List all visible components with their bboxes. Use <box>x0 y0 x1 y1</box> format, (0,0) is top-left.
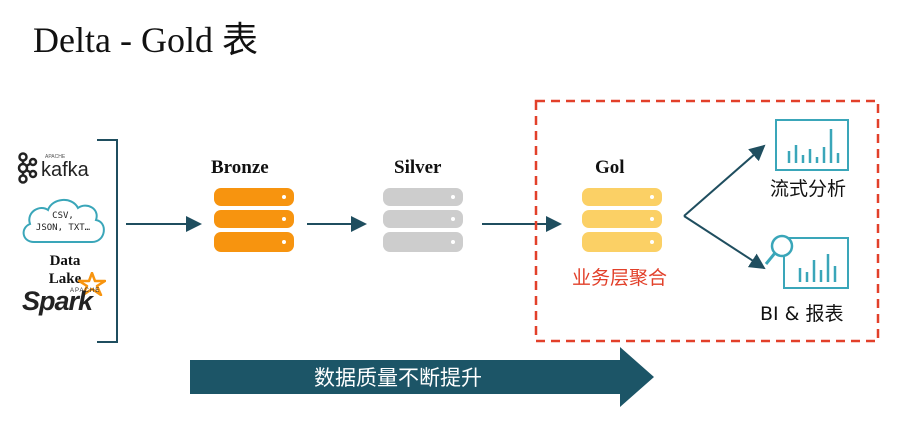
kafka-logo: APACHE kafka <box>16 150 116 186</box>
arrow-gold-to-streaming <box>683 144 766 217</box>
data-lake-label: Data Lake <box>40 252 90 288</box>
arrow-gold-to-bi <box>683 215 766 270</box>
data-lake-line-1: Data <box>49 253 81 269</box>
magnifier-chart-icon <box>764 234 849 289</box>
silver-label: Silver <box>394 157 442 178</box>
quality-banner-arrow <box>190 347 654 407</box>
kafka-apache-label: APACHE <box>45 154 66 160</box>
kafka-icon <box>17 152 38 184</box>
spark-star-icon <box>78 272 106 296</box>
spark-apache-label: APACHE <box>70 288 101 294</box>
gold-aggregation-note: 业务层聚合 <box>572 267 668 289</box>
gold-label: Gol <box>595 157 625 178</box>
bi-report-label: BI & 报表 <box>760 303 844 325</box>
bar-chart-icon <box>775 119 849 171</box>
quality-banner-text: 数据质量不断提升 <box>314 366 482 390</box>
source-bracket <box>97 139 118 343</box>
kafka-label: kafka <box>41 159 89 181</box>
spark-logo: APACHE Spark <box>20 272 110 322</box>
spark-label: Spark <box>22 286 93 316</box>
cloud-line-2: JSON, TXT… <box>35 223 91 233</box>
bronze-database-icon <box>214 188 294 252</box>
cloud-line-1: CSV, <box>52 211 74 221</box>
cloud-icon <box>22 199 105 243</box>
cloud-text: CSV, JSON, TXT… <box>18 210 108 234</box>
silver-database-icon <box>383 188 463 252</box>
data-lake-line-2: Lake <box>48 271 82 287</box>
streaming-analytics-label: 流式分析 <box>770 178 847 200</box>
gold-dashed-box <box>534 99 880 343</box>
bronze-label: Bronze <box>211 157 269 178</box>
gold-database-icon <box>582 188 662 252</box>
page-title: Delta - Gold 表 <box>33 20 258 60</box>
